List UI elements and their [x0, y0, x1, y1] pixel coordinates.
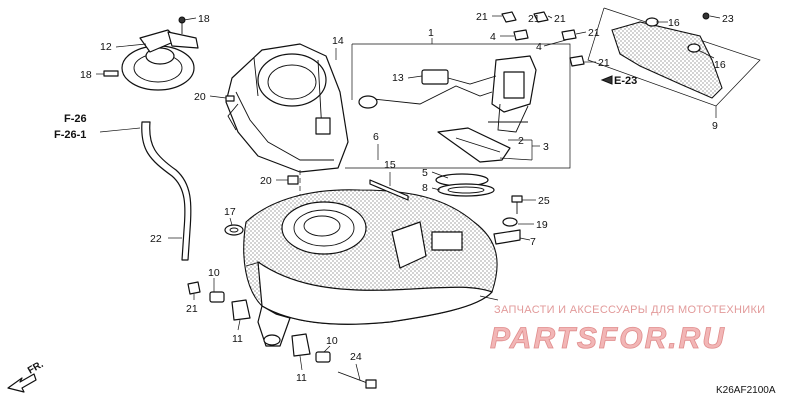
callout-13: 13: [392, 72, 404, 84]
callout-16-b: 16: [714, 59, 726, 71]
callout-19: 19: [536, 219, 548, 231]
reference-arrow-e23: [600, 75, 613, 85]
callout-16-a: 16: [668, 17, 680, 29]
reference-e23: E-23: [614, 75, 637, 87]
callout-6: 6: [373, 131, 379, 143]
inner-housing-part: [225, 43, 349, 210]
front-direction-indicator: FR.: [7, 359, 46, 393]
rubber-mount-7: [493, 229, 521, 245]
reference-f26-1: F-26-1: [54, 129, 86, 141]
nut-21-b: [533, 11, 549, 23]
reference-f26: F-26: [64, 113, 87, 125]
clip-20-lower: [287, 175, 299, 185]
callout-18-b: 18: [80, 69, 92, 81]
clip-20-upper: [225, 95, 235, 102]
watermark-tagline: ЗАПЧАСТИ И АКСЕССУАРЫ ДЛЯ МОТОТЕХНИКИ: [494, 304, 765, 316]
callout-18-a: 18: [198, 13, 210, 25]
diagram-code: K26AF2100A: [716, 385, 776, 396]
grommet-17: [224, 224, 244, 236]
callout-22: 22: [150, 233, 162, 245]
cover-part: [611, 21, 723, 99]
breather-hose-part: [141, 121, 192, 261]
grommet-16-b: [687, 43, 701, 53]
callout-21-d: 21: [598, 57, 610, 69]
leader-lines: [96, 15, 721, 381]
callout-7: 7: [530, 236, 536, 248]
callout-23: 23: [722, 13, 734, 25]
callout-21-b: 21: [554, 13, 566, 25]
callout-1: 1: [428, 27, 434, 39]
setting-plate-part: [437, 183, 495, 197]
callout-21-c: 21: [588, 27, 600, 39]
watermark: ЗАПЧАСТИ И АКСЕССУАРЫ ДЛЯ МОТОТЕХНИКИ PA…: [490, 304, 765, 355]
callout-11-a: 11: [232, 333, 243, 345]
callout-3: 3: [543, 141, 549, 153]
nut-21-a: [501, 11, 517, 23]
callout-20-b: 20: [260, 175, 272, 187]
damper-11-a: [231, 299, 251, 321]
nut-21-d: [561, 29, 577, 41]
front-label: FR.: [26, 359, 46, 377]
fuel-pump-frame: [345, 43, 571, 169]
filler-cap-part: [103, 16, 199, 91]
bolt-25: [511, 195, 523, 214]
watermark-brand: PARTSFOR.RU: [490, 322, 726, 355]
callout-25: 25: [538, 195, 550, 207]
callout-10-a: 10: [208, 267, 220, 279]
damper-11-b: [291, 333, 311, 357]
callout-21-f: 21: [528, 13, 540, 25]
seal-strip-part: [369, 179, 409, 201]
callout-numbers: 1 2 3 4 4 5 6 7 8 9 10 10 11 11 12 13 14…: [80, 11, 734, 384]
bolt-24: [337, 371, 377, 389]
collar-10-a: [209, 291, 225, 303]
callout-9: 9: [712, 120, 718, 132]
collar-10-b: [315, 351, 331, 363]
callout-14: 14: [332, 35, 344, 47]
fuel-pump-assembly: [358, 55, 537, 163]
callout-24: 24: [350, 351, 362, 363]
nut-21-e: [569, 55, 585, 67]
bolt-23: [702, 12, 710, 20]
callout-17: 17: [224, 206, 236, 218]
callout-21-e: 21: [186, 303, 198, 315]
callout-2: 2: [518, 135, 524, 147]
callout-8: 8: [422, 182, 428, 194]
washer-19: [502, 217, 518, 227]
callout-4-b: 4: [536, 41, 542, 53]
callout-12: 12: [100, 41, 112, 53]
front-arrow-icon: [7, 373, 37, 393]
nut-21-c: [513, 29, 529, 41]
callout-20-a: 20: [194, 91, 206, 103]
callout-11-b: 11: [296, 372, 307, 384]
callout-5: 5: [422, 167, 428, 179]
fuel-tank-part: [243, 189, 499, 347]
callout-15: 15: [384, 159, 396, 171]
callout-4-a: 4: [490, 31, 496, 43]
nut-21-left: [187, 281, 201, 295]
callout-21-a: 21: [476, 11, 488, 23]
callout-10-b: 10: [326, 335, 338, 347]
